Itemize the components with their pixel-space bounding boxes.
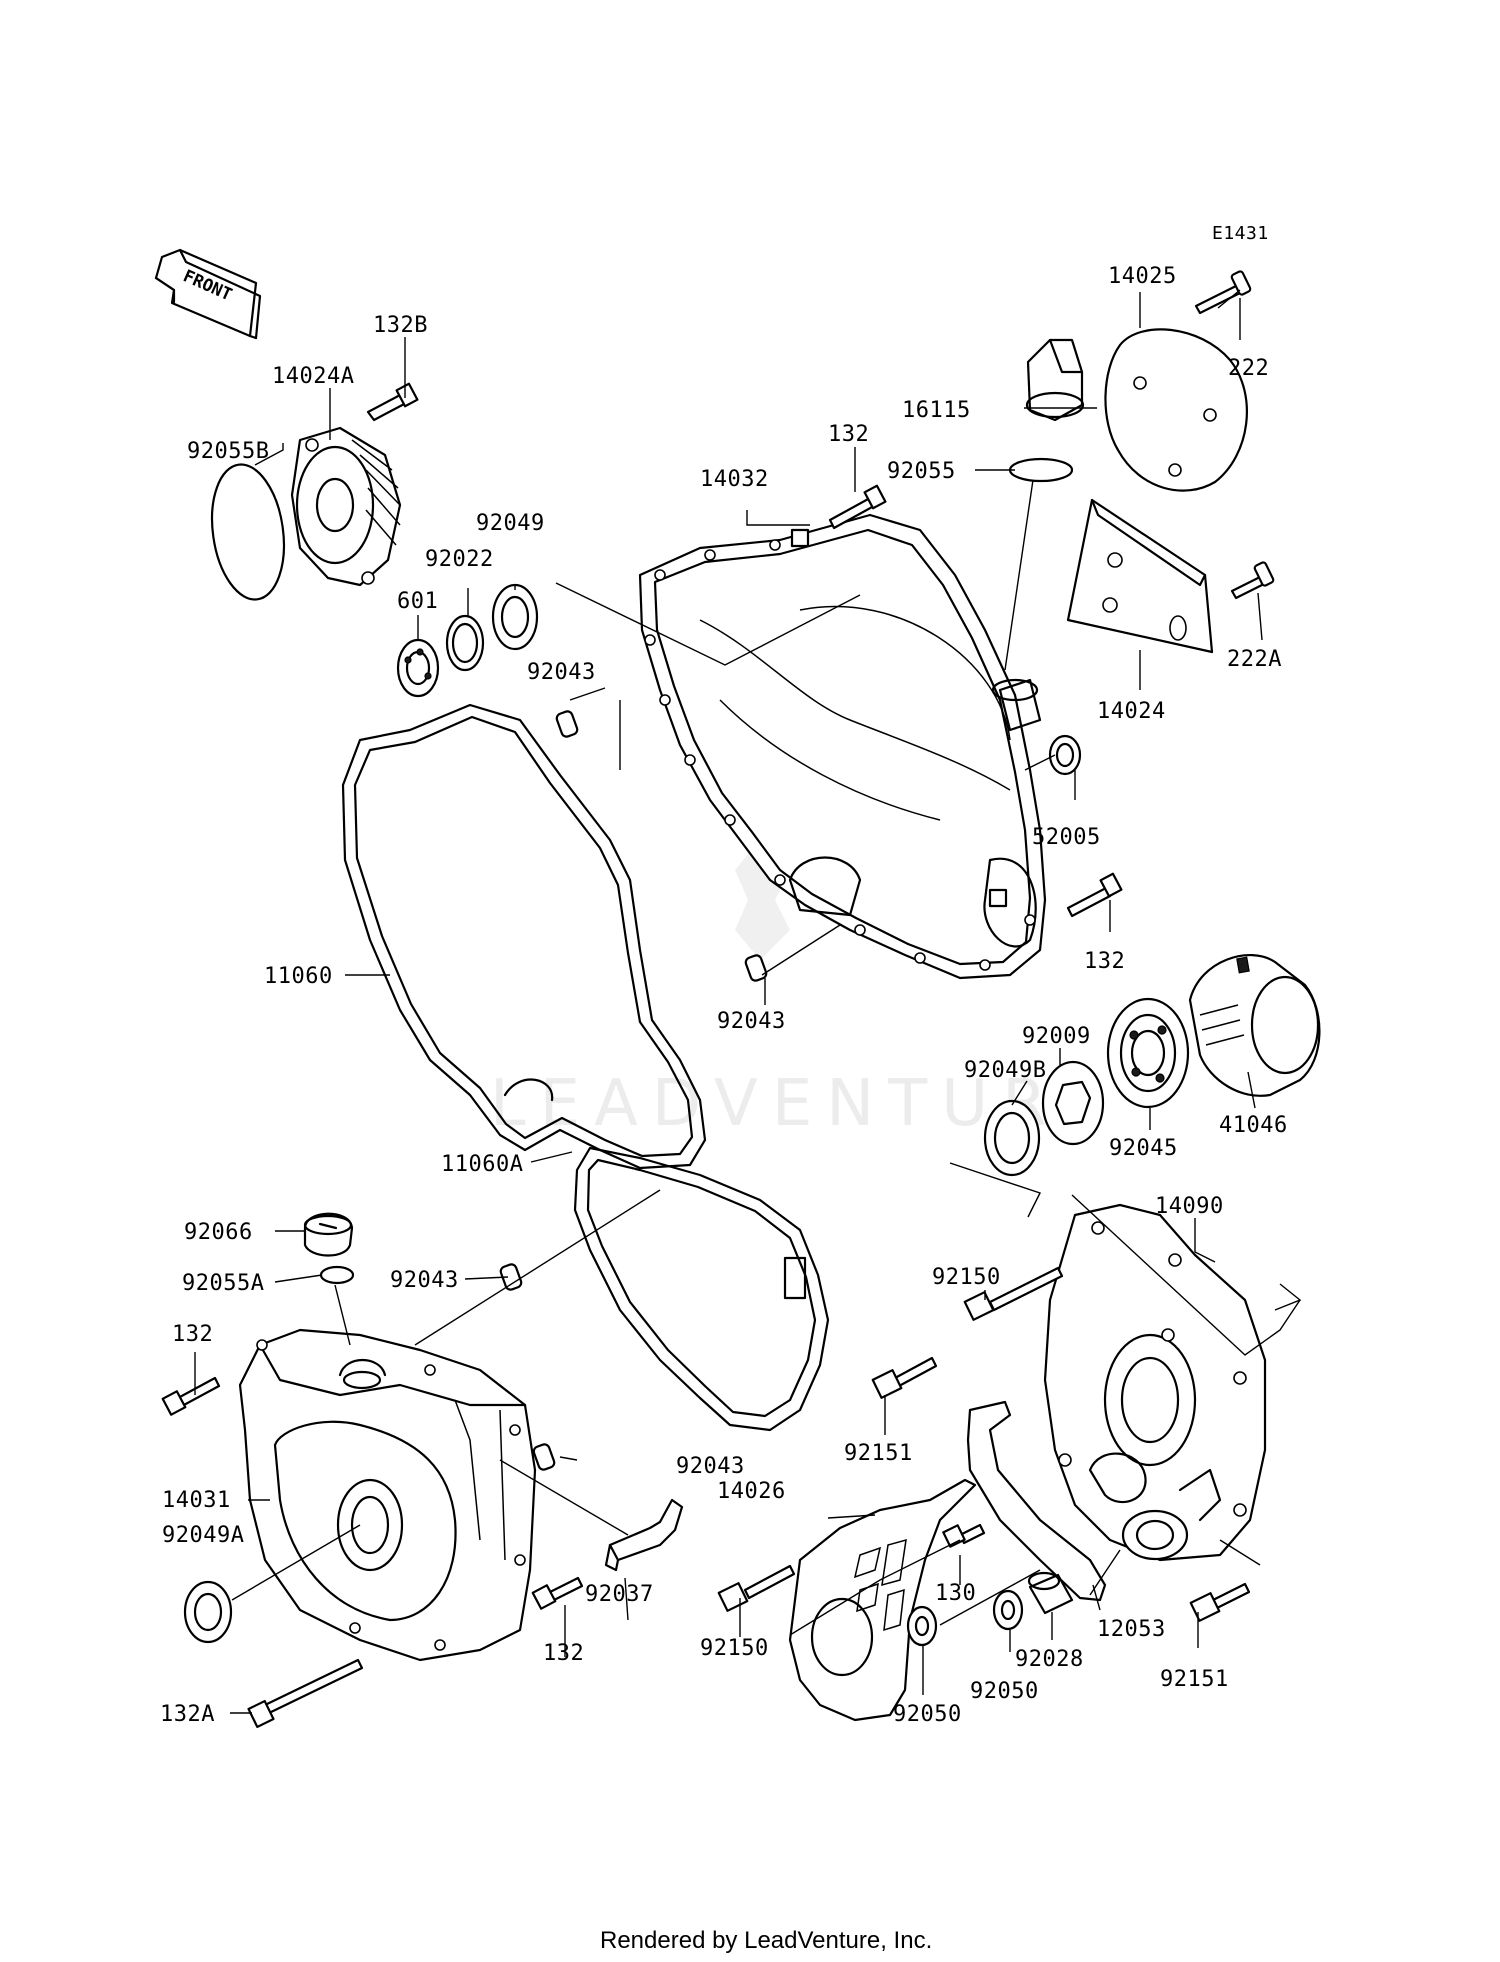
part-14090-cover bbox=[1043, 1203, 1267, 1562]
part-11060A-gasket bbox=[573, 1146, 830, 1432]
part-601-bearing bbox=[396, 638, 440, 698]
part-41046-bearing-holder bbox=[1188, 954, 1321, 1097]
label-52005: 52005 bbox=[1032, 825, 1101, 850]
part-92022-ring bbox=[445, 614, 485, 672]
part-92028-collar bbox=[1027, 1571, 1074, 1615]
label-92049B: 92049B bbox=[964, 1058, 1046, 1083]
part-92055-oring bbox=[1008, 457, 1074, 483]
part-92150-bolt-bottom bbox=[717, 1564, 796, 1612]
label-14032: 14032 bbox=[700, 467, 769, 492]
label-92150-top: 92150 bbox=[932, 1265, 1001, 1290]
label-132-mid: 132 bbox=[1084, 949, 1125, 974]
part-132A-bolt bbox=[247, 1658, 364, 1729]
callout-labels: 14025 222 132B 14024A 16115 92055B 132 9… bbox=[160, 264, 1288, 1727]
diagram-code: E1431 bbox=[1212, 223, 1269, 244]
label-132-left: 132 bbox=[172, 1322, 213, 1347]
label-132-low: 132 bbox=[543, 1641, 584, 1666]
label-92043-a: 92043 bbox=[527, 660, 596, 685]
label-92045: 92045 bbox=[1109, 1136, 1178, 1161]
part-132-bolt-mid bbox=[1066, 872, 1123, 918]
label-92022: 92022 bbox=[425, 547, 494, 572]
part-14026-sprocket-cover bbox=[788, 1478, 977, 1722]
label-14025: 14025 bbox=[1108, 264, 1177, 289]
label-11060: 11060 bbox=[264, 964, 333, 989]
label-92043-b: 92043 bbox=[717, 1009, 786, 1034]
part-14025-cover bbox=[1104, 328, 1248, 492]
part-14024A-cover bbox=[290, 426, 402, 587]
label-92009: 92009 bbox=[1022, 1024, 1091, 1049]
part-92151-bolt-a bbox=[871, 1356, 938, 1399]
label-14026: 14026 bbox=[717, 1479, 786, 1504]
label-92049A: 92049A bbox=[162, 1523, 244, 1548]
part-92150-bolt-top bbox=[963, 1266, 1064, 1321]
part-92009-lock-washer bbox=[1041, 1060, 1105, 1146]
label-14031: 14031 bbox=[162, 1488, 231, 1513]
label-601: 601 bbox=[397, 589, 438, 614]
part-92049-seal bbox=[491, 583, 539, 651]
label-92151-b: 92151 bbox=[1160, 1667, 1229, 1692]
label-92055: 92055 bbox=[887, 459, 956, 484]
label-222: 222 bbox=[1228, 356, 1269, 381]
label-92049: 92049 bbox=[476, 511, 545, 536]
label-92028: 92028 bbox=[1015, 1647, 1084, 1672]
part-92050-washer-b bbox=[992, 1589, 1024, 1631]
label-92055A: 92055A bbox=[182, 1271, 264, 1296]
footer-credit: Rendered by LeadVenture, Inc. bbox=[600, 1927, 932, 1954]
part-92151-bolt-b bbox=[1189, 1582, 1251, 1622]
front-arrow-icon: FRONT bbox=[154, 248, 262, 340]
leader-lines bbox=[194, 289, 1302, 1714]
part-92049A-seal bbox=[183, 1580, 233, 1644]
label-132-top: 132 bbox=[828, 422, 869, 447]
label-41046: 41046 bbox=[1219, 1113, 1288, 1138]
label-132A: 132A bbox=[160, 1702, 215, 1727]
label-92043-c: 92043 bbox=[390, 1268, 459, 1293]
part-92043-dowel-d bbox=[532, 1443, 556, 1471]
label-130: 130 bbox=[935, 1581, 976, 1606]
label-92037: 92037 bbox=[585, 1582, 654, 1607]
part-16115-oil-cap bbox=[1025, 338, 1085, 422]
part-12053-guide bbox=[966, 1400, 1107, 1602]
part-92055A-oring bbox=[319, 1265, 355, 1285]
part-130-bolt bbox=[942, 1523, 986, 1548]
label-92151-a: 92151 bbox=[844, 1441, 913, 1466]
part-92043-dowel-a bbox=[555, 710, 579, 738]
part-14032-clutch-cover bbox=[638, 513, 1047, 980]
label-92043-d: 92043 bbox=[676, 1454, 745, 1479]
part-92050-washer-a bbox=[906, 1605, 938, 1647]
label-14090: 14090 bbox=[1155, 1194, 1224, 1219]
label-92150-bottom: 92150 bbox=[700, 1636, 769, 1661]
label-92055B: 92055B bbox=[187, 439, 269, 464]
part-222A-screw bbox=[1230, 561, 1275, 600]
part-132-bolt-left bbox=[161, 1376, 221, 1416]
part-222-screw bbox=[1194, 270, 1252, 315]
part-92066-plug bbox=[303, 1212, 354, 1257]
part-132-bolt-top bbox=[828, 484, 887, 530]
part-52005-seal bbox=[1048, 734, 1082, 776]
part-92043-dowel-c bbox=[499, 1263, 523, 1291]
part-92055B-oring bbox=[210, 463, 286, 601]
part-14024-cover bbox=[1066, 498, 1214, 654]
part-92049B-seal bbox=[983, 1099, 1041, 1177]
label-92050-b: 92050 bbox=[970, 1679, 1039, 1704]
label-16115: 16115 bbox=[902, 398, 971, 423]
label-14024A: 14024A bbox=[272, 364, 354, 389]
label-12053: 12053 bbox=[1097, 1617, 1166, 1642]
part-132-bolt-low bbox=[531, 1576, 584, 1610]
part-92037-bracket bbox=[604, 1498, 684, 1572]
label-92066: 92066 bbox=[184, 1220, 253, 1245]
label-222A: 222A bbox=[1227, 647, 1282, 672]
label-132B: 132B bbox=[373, 313, 428, 338]
label-11060A: 11060A bbox=[441, 1152, 523, 1177]
label-92050-a: 92050 bbox=[893, 1702, 962, 1727]
part-132B-bolt bbox=[366, 382, 419, 422]
part-14031-cover bbox=[238, 1328, 537, 1662]
part-11060-gasket bbox=[341, 703, 707, 1170]
part-92043-dowel-b bbox=[744, 954, 768, 982]
label-14024: 14024 bbox=[1097, 699, 1166, 724]
part-92045-bearing bbox=[1106, 997, 1190, 1109]
